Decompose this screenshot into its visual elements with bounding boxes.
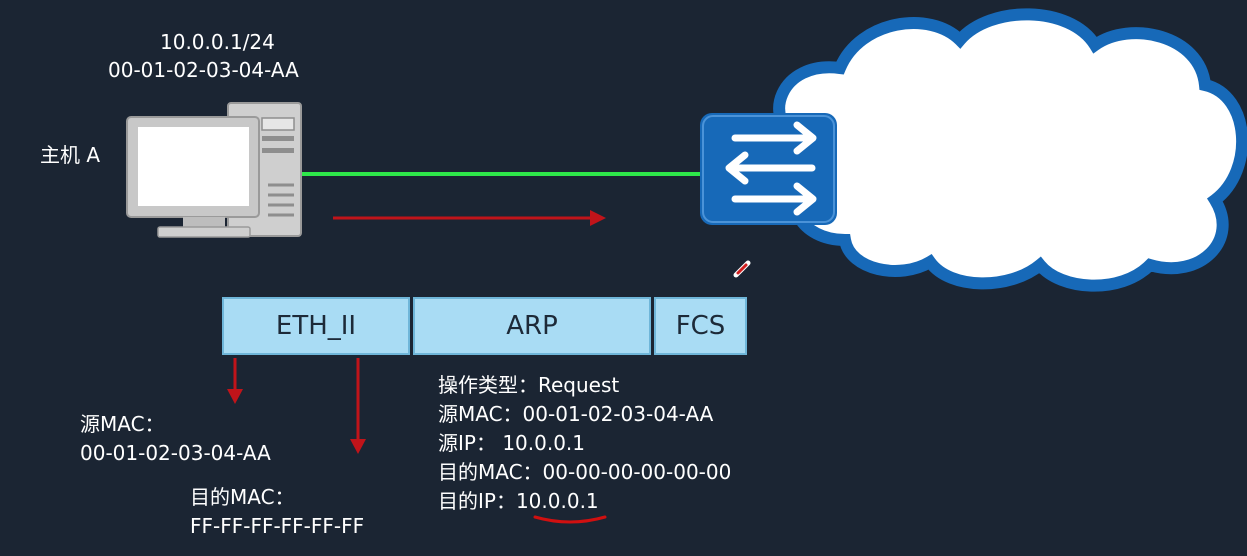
host-label: 主机 A (40, 143, 101, 167)
eth-src-mac-value: 00-01-02-03-04-AA (80, 441, 271, 465)
frame-segment-fcs: FCS (654, 297, 747, 355)
arp-fields-list: 操作类型：Request 源MAC：00-01-02-03-04-AA 源IP：… (438, 371, 731, 516)
target-ip-underline (533, 515, 607, 524)
eth-dst-mac-value: FF-FF-FF-FF-FF-FF (190, 514, 365, 538)
host-mac-address: 00-01-02-03-04-AA (108, 58, 299, 82)
frame-segment-eth: ETH_II (222, 297, 410, 355)
eth-dst-mac-block: 目的MAC： FF-FF-FF-FF-FF-FF (190, 483, 364, 541)
arp-field-src-ip: 源IP： 10.0.0.1 (438, 431, 586, 455)
computer-icon (126, 102, 302, 238)
src-mac-arrow (227, 358, 243, 404)
arp-field-dst-mac: 目的MAC：00-00-00-00-00-00 (438, 460, 732, 484)
dst-mac-arrow (350, 358, 366, 454)
switch-icon (700, 113, 837, 225)
eth-src-mac-label: 源MAC： (80, 412, 165, 436)
arp-field-dst-ip: 目的IP：10.0.0.1 (438, 489, 599, 513)
host-ip-address: 10.0.0.1/24 (160, 30, 275, 54)
eth-dst-mac-label: 目的MAC： (190, 485, 295, 509)
direction-arrow (333, 210, 606, 226)
ethernet-frame: ETH_II ARP FCS (222, 297, 747, 355)
pen-cursor-icon (733, 260, 751, 278)
frame-segment-arp: ARP (413, 297, 651, 355)
cloud-icon (773, 8, 1247, 292)
arp-field-operation: 操作类型：Request (438, 373, 620, 397)
arp-field-src-mac: 源MAC：00-01-02-03-04-AA (438, 402, 714, 426)
eth-src-mac-block: 源MAC： 00-01-02-03-04-AA (80, 410, 271, 468)
